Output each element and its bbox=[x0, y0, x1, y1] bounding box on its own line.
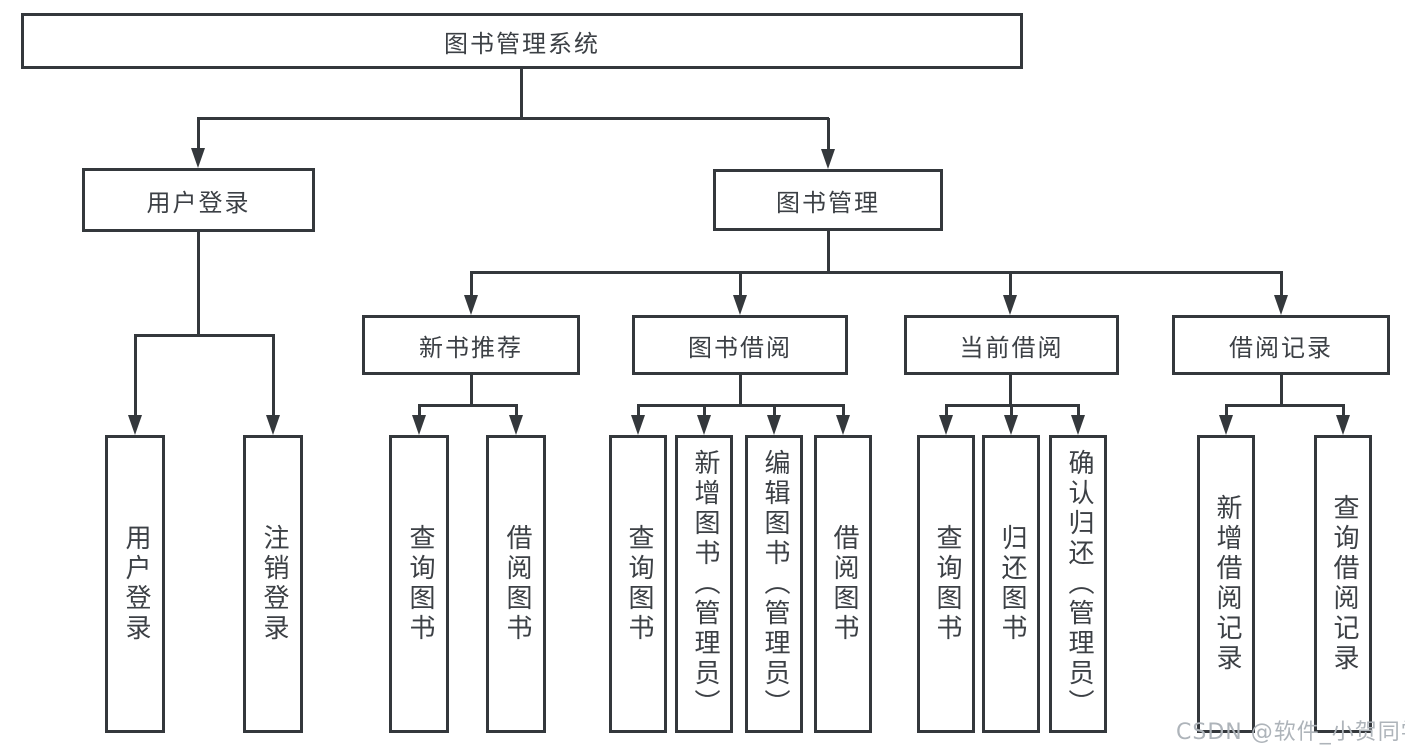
node-book-management: 图书管理 bbox=[713, 169, 943, 231]
connector-line bbox=[520, 69, 523, 118]
arrow-down-icon bbox=[1004, 415, 1018, 435]
arrow-down-icon bbox=[1219, 415, 1233, 435]
leaf-logout: 注销登录 bbox=[243, 435, 303, 733]
arrow-down-icon bbox=[464, 295, 478, 315]
leaf-label: 用户登录 bbox=[120, 524, 151, 644]
connector-line bbox=[197, 118, 200, 148]
connector-line bbox=[1342, 404, 1345, 415]
connector-line bbox=[1010, 404, 1013, 415]
node-root-library-system: 图书管理系统 bbox=[21, 13, 1023, 69]
connector-line bbox=[703, 404, 706, 415]
connector-line bbox=[1225, 404, 1228, 415]
node-user-login: 用户登录 bbox=[82, 168, 315, 232]
connector-line bbox=[637, 404, 640, 415]
leaf-label: 归还图书 bbox=[996, 524, 1027, 644]
leaf-label: 新增借阅记录 bbox=[1211, 494, 1242, 674]
node-label: 当前借阅 bbox=[959, 333, 1064, 362]
leaf-label: 编辑图书（管理员） bbox=[759, 449, 790, 719]
leaf-label: 查询借阅记录 bbox=[1328, 494, 1359, 674]
connector-line bbox=[197, 232, 200, 334]
arrow-down-icon bbox=[1274, 295, 1288, 315]
connector-line bbox=[1009, 375, 1012, 404]
arrow-down-icon bbox=[939, 415, 953, 435]
leaf-label: 借阅图书 bbox=[828, 524, 859, 644]
leaf-label: 查询图书 bbox=[931, 524, 962, 644]
leaf-borrow-books: 借阅图书 bbox=[814, 435, 872, 733]
connector-line bbox=[470, 375, 473, 404]
arrow-down-icon bbox=[767, 415, 781, 435]
leaf-label: 确认归还（管理员） bbox=[1063, 449, 1094, 719]
connector-line bbox=[418, 404, 421, 415]
arrow-down-icon bbox=[1336, 415, 1350, 435]
leaf-query-borrow-record: 查询借阅记录 bbox=[1314, 435, 1372, 733]
node-book-borrowing: 图书借阅 bbox=[632, 315, 848, 375]
arrow-down-icon bbox=[509, 415, 523, 435]
connector-line bbox=[773, 404, 776, 415]
connector-line bbox=[470, 271, 473, 295]
connector-line bbox=[418, 404, 518, 407]
connector-line bbox=[827, 118, 830, 149]
leaf-edit-books-admin: 编辑图书（管理员） bbox=[745, 435, 803, 733]
leaf-query-books-current: 查询图书 bbox=[917, 435, 975, 733]
connector-line bbox=[470, 271, 1282, 274]
connector-line bbox=[1280, 375, 1283, 404]
arrow-down-icon bbox=[1071, 415, 1085, 435]
connector-line bbox=[1225, 404, 1345, 407]
arrow-down-icon bbox=[631, 415, 645, 435]
arrow-down-icon bbox=[1003, 295, 1017, 315]
connector-line bbox=[1077, 404, 1080, 415]
leaf-label: 注销登录 bbox=[258, 524, 289, 644]
leaf-label: 查询图书 bbox=[623, 524, 654, 644]
leaf-borrow-books-recommend: 借阅图书 bbox=[486, 435, 546, 733]
node-label: 用户登录 bbox=[146, 188, 251, 217]
leaf-add-books-admin: 新增图书（管理员） bbox=[675, 435, 733, 733]
arrow-down-icon bbox=[836, 415, 850, 435]
leaf-label: 查询图书 bbox=[404, 524, 435, 644]
node-new-book-recommend: 新书推荐 bbox=[362, 315, 580, 375]
connector-line bbox=[197, 117, 829, 120]
node-label: 图书借阅 bbox=[688, 333, 792, 362]
connector-line bbox=[739, 271, 742, 295]
arrow-down-icon bbox=[191, 148, 205, 168]
node-current-borrowing: 当前借阅 bbox=[904, 315, 1119, 375]
leaf-query-books-borrowing: 查询图书 bbox=[609, 435, 667, 733]
connector-line bbox=[272, 334, 275, 415]
leaf-label: 借阅图书 bbox=[501, 524, 532, 644]
connector-line bbox=[515, 404, 518, 415]
leaf-query-books-recommend: 查询图书 bbox=[389, 435, 449, 733]
csdn-watermark: CSDN @软件_小贺同学 bbox=[1176, 720, 1405, 745]
connector-line bbox=[1009, 271, 1012, 295]
arrow-down-icon bbox=[266, 415, 280, 435]
connector-line bbox=[945, 404, 948, 415]
connector-line bbox=[827, 231, 830, 271]
arrow-down-icon bbox=[128, 415, 142, 435]
leaf-user-login: 用户登录 bbox=[105, 435, 165, 733]
node-label: 图书管理系统 bbox=[444, 29, 600, 58]
connector-line bbox=[134, 334, 137, 415]
arrow-down-icon bbox=[821, 149, 835, 169]
leaf-label: 新增图书（管理员） bbox=[689, 449, 720, 719]
connector-line bbox=[134, 334, 275, 337]
connector-line bbox=[739, 375, 742, 404]
arrow-down-icon bbox=[733, 295, 747, 315]
leaf-return-books: 归还图书 bbox=[982, 435, 1040, 733]
connector-line bbox=[842, 404, 845, 415]
leaf-confirm-return-admin: 确认归还（管理员） bbox=[1049, 435, 1107, 733]
node-label: 借阅记录 bbox=[1229, 333, 1333, 362]
arrow-down-icon bbox=[412, 415, 426, 435]
leaf-add-borrow-record: 新增借阅记录 bbox=[1197, 435, 1255, 733]
node-label: 新书推荐 bbox=[419, 333, 523, 362]
connector-line bbox=[1280, 271, 1283, 295]
connector-line bbox=[637, 404, 845, 407]
node-label: 图书管理 bbox=[776, 188, 880, 217]
node-borrowing-records: 借阅记录 bbox=[1172, 315, 1390, 375]
arrow-down-icon bbox=[697, 415, 711, 435]
